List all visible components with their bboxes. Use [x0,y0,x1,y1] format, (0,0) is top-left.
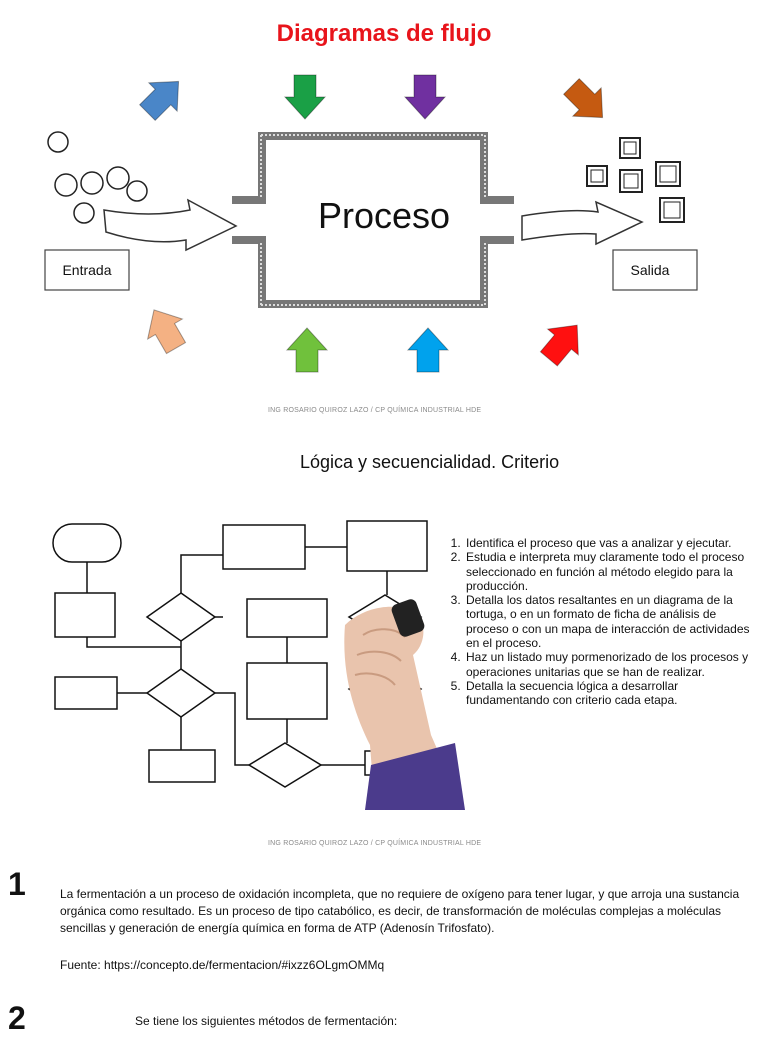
terminal-shape [52,523,122,563]
page-title: Diagramas de flujo [276,20,492,47]
section-subtitle: Lógica y secuencialidad. Criterio [300,452,560,472]
input-arrow-icon [103,198,238,252]
flow-diagram: Proceso Entrada Salida [44,74,698,373]
input-box [44,249,130,291]
section-2-text: Se tiene los siguientes métodos de ferme… [135,1014,398,1028]
process-shape [54,592,116,638]
section-1-source: Fuente: https://concepto.de/fermentacion… [60,958,385,972]
process-shape [246,662,328,720]
credit-line-1: ING ROSARIO QUIROZ LAZO / CP QUÍMICA IND… [268,407,482,414]
process-shape [54,676,118,710]
process-box [232,132,514,308]
green-arrow-icon [283,74,327,120]
step-item: Detalla la secuencia lógica a desarrolla… [464,679,754,708]
decision-shape [145,592,217,642]
blue-arrow-icon [138,80,180,122]
credit-line-2: ING ROSARIO QUIROZ LAZO / CP QUÍMICA IND… [268,840,482,847]
orange-arrow-icon [562,77,604,119]
decision-shape [145,668,217,718]
section-2-number: 2 [8,1000,26,1036]
input-label: Entrada [62,262,111,278]
peach-arrow-icon [146,309,187,355]
flowchart-illustration [52,520,465,810]
output-label: Salida [631,262,670,278]
step-item: Estudia e interpreta muy claramente todo… [464,550,754,593]
light-green-arrow-icon [285,327,329,373]
step-item: Detalla los datos resaltantes en un diag… [464,593,754,650]
colored-arrows [138,74,604,373]
process-shape [148,749,216,783]
input-circles-icon [47,131,148,224]
section-1-text: La fermentación a un proceso de oxidació… [60,887,740,935]
section-1-number: 1 [8,866,26,902]
cyan-arrow-icon [406,327,450,373]
decision-shape [247,742,323,788]
hand-with-marker-icon [344,599,465,810]
steps-list: Identifica el proceso que vas a analizar… [440,536,754,708]
step-item: Identifica el proceso que vas a analizar… [464,536,754,550]
process-shape [222,524,306,570]
output-arrow-icon [521,200,644,246]
process-label: Proceso [318,195,450,236]
red-arrow-icon [539,324,579,367]
output-squares-icon [586,137,685,223]
step-item: Haz un listado muy pormenorizado de los … [464,650,754,679]
process-shape [246,598,328,638]
purple-arrow-icon [403,74,447,120]
process-shape [346,520,428,572]
output-box [612,249,698,291]
